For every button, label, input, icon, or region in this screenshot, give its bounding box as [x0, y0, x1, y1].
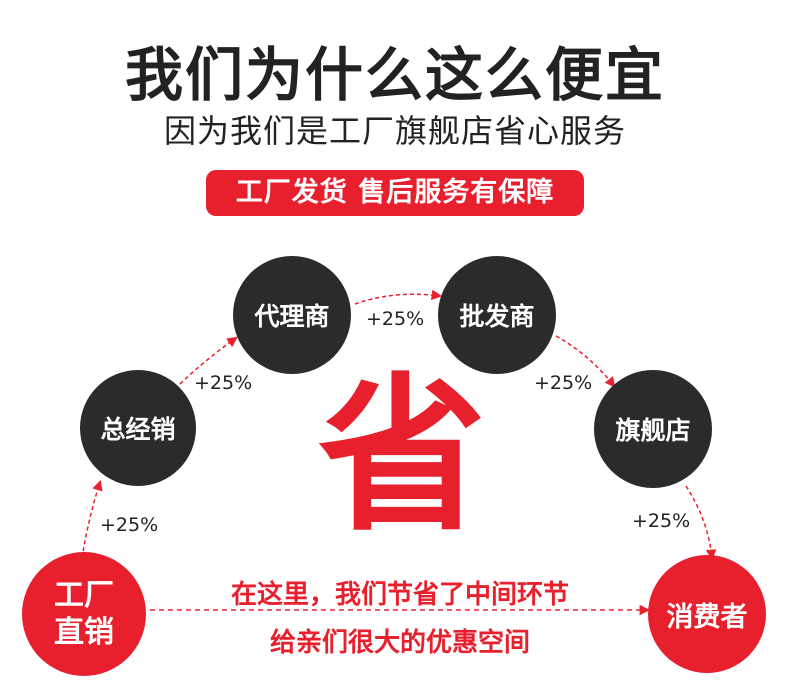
- node-factory-direct: 工厂 直销: [22, 552, 146, 676]
- arrow-flagship-to-consumer: [685, 485, 717, 561]
- savings-note-line2: 给亲们很大的优惠空间: [269, 628, 530, 658]
- arrow-agent-to-wholesaler: [354, 289, 443, 305]
- markup-wholesaler-to-flagship: +25%: [534, 372, 593, 394]
- node-wholesaler: 批发商: [438, 256, 556, 374]
- arrow-general-to-agent: [179, 336, 238, 385]
- markup-factory-to-general: +25%: [100, 514, 159, 536]
- node-factory-line2: 直销: [54, 615, 114, 650]
- page-title: 我们为什么这么便宜: [124, 41, 665, 109]
- savings-note-line1: 在这里，我们节省了中间环节: [230, 580, 569, 610]
- guarantee-banner: 工厂发货 售后服务有保障: [206, 170, 584, 216]
- node-flagship-store: 旗舰店: [594, 370, 712, 488]
- node-consumer: 消费者: [648, 555, 766, 673]
- markup-flagship-to-consumer: +25%: [632, 510, 691, 532]
- save-character: 省: [318, 358, 486, 554]
- node-agent: 代理商: [233, 256, 351, 374]
- node-factory-line1: 工厂: [54, 577, 114, 613]
- arrow-factory-to-general: [81, 479, 103, 559]
- markup-agent-to-wholesaler: +25%: [366, 308, 425, 330]
- arrow-wholesaler-to-flagship: [555, 335, 616, 388]
- node-general-distributor: 总经销: [80, 370, 196, 486]
- page-subtitle: 因为我们是工厂旗舰店省心服务: [163, 112, 626, 150]
- markup-general-to-agent: +25%: [194, 372, 253, 394]
